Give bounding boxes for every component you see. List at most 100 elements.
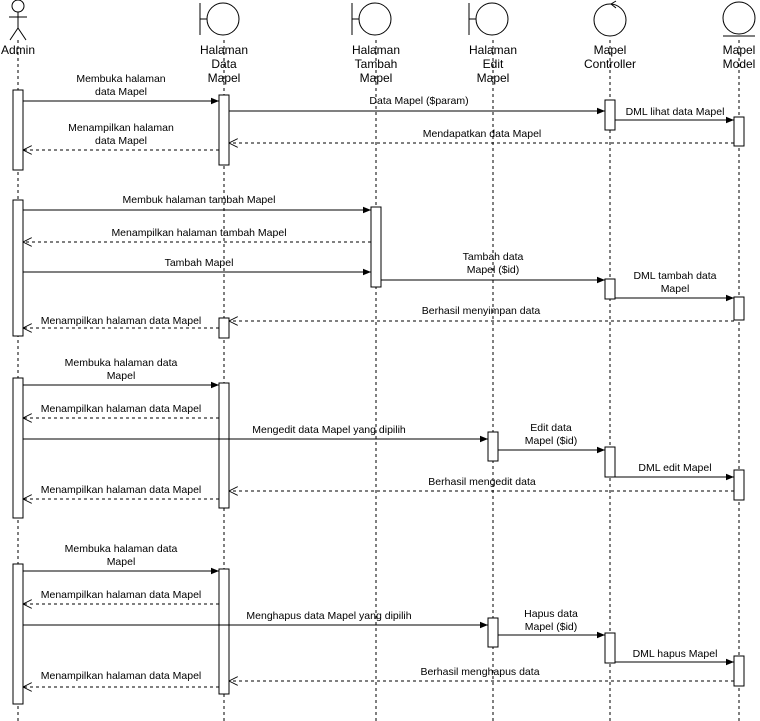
message-label-line: Data Mapel ($param) xyxy=(369,95,468,107)
message-label: Membuk halaman tambah Mapel xyxy=(123,194,276,206)
participant-label-line: Edit xyxy=(483,57,504,71)
message-label-line: Menampilkan halaman data Mapel xyxy=(41,484,202,496)
message-label-line: Menghapus data Mapel yang dipilih xyxy=(246,610,411,622)
message-label-line: Berhasil mengedit data xyxy=(428,476,536,488)
activation-bar-admin xyxy=(12,563,24,705)
activation-bar-model xyxy=(733,655,745,687)
message-label: Menampilkan halaman data Mapel xyxy=(41,484,202,496)
activation-bar-model xyxy=(733,469,745,501)
message-m4: Mendapatkan data Mapel xyxy=(229,128,734,143)
message-m7: Menampilkan halaman tambah Mapel xyxy=(23,227,371,242)
message-label-line: Mapel xyxy=(661,283,690,295)
message-m14: Menampilkan halaman data Mapel xyxy=(23,403,219,418)
activation-bar-admin xyxy=(12,199,24,337)
message-label-line: Mendapatkan data Mapel xyxy=(423,128,542,140)
activation-bar-hal_data xyxy=(218,317,230,339)
message-label: Berhasil mengedit data xyxy=(428,476,536,488)
message-label: Menampilkan halaman data Mapel xyxy=(41,589,202,601)
message-m18: Berhasil mengedit data xyxy=(229,476,734,491)
message-label: DML edit Mapel xyxy=(638,462,711,474)
message-label-line: Menampilkan halaman data Mapel xyxy=(41,670,202,682)
actor-icon xyxy=(9,0,27,41)
message-m21: Menampilkan halaman data Mapel xyxy=(23,589,219,604)
message-m15: Mengedit data Mapel yang dipilih xyxy=(23,424,488,443)
boundary-icon xyxy=(468,2,509,36)
message-m19: Menampilkan halaman data Mapel xyxy=(23,484,219,499)
message-label-line: data Mapel xyxy=(95,86,147,98)
participant-label-line: Mapel xyxy=(723,43,756,57)
message-label-line: Menampilkan halaman xyxy=(68,122,174,134)
participant-label-line: Halaman xyxy=(200,43,248,57)
message-m6: Membuk halaman tambah Mapel xyxy=(23,194,371,214)
participant-label-line: Halaman xyxy=(469,43,517,57)
message-label-line: Mapel ($id) xyxy=(525,435,578,447)
message-label-line: Mapel ($id) xyxy=(525,621,578,633)
activation-bar-hal_data xyxy=(218,568,230,695)
message-label: Menampilkan halaman data Mapel xyxy=(41,403,202,415)
activation-bar-controller xyxy=(604,278,616,300)
activation-bar-hal_tambah xyxy=(370,206,382,288)
message-label-line: Membuka halaman data xyxy=(65,543,178,555)
message-label-line: Mapel xyxy=(107,370,136,382)
message-m2: Data Mapel ($param) xyxy=(229,95,605,115)
message-label-line: Mapel xyxy=(107,556,136,568)
boundary-icon xyxy=(199,2,240,36)
message-label: DML lihat data Mapel xyxy=(626,106,725,118)
message-label-line: Mengedit data Mapel yang dipilih xyxy=(252,424,406,436)
message-label: DML hapus Mapel xyxy=(633,648,718,660)
message-label-line: Menampilkan halaman data Mapel xyxy=(41,589,202,601)
message-m26: Menampilkan halaman data Mapel xyxy=(23,670,219,687)
participant-label-line: Mapel xyxy=(360,71,393,85)
message-label: Berhasil menghapus data xyxy=(420,666,539,678)
participant-label-admin: Admin xyxy=(1,43,35,57)
boundary-icon xyxy=(351,2,392,36)
message-label: Berhasil menyimpan data xyxy=(422,305,541,317)
message-label-line: Hapus data xyxy=(524,608,578,620)
participant-label-line: Admin xyxy=(1,43,35,57)
entity-icon xyxy=(722,1,756,37)
message-label-line: data Mapel xyxy=(95,135,147,147)
message-label: Menghapus data Mapel yang dipilih xyxy=(246,610,411,622)
message-label-line: Berhasil menghapus data xyxy=(420,666,539,678)
participant-label-line: Mapel xyxy=(594,43,627,57)
message-label-line: Membuka halaman data xyxy=(65,357,178,369)
message-label-line: DML tambah data xyxy=(633,270,716,282)
participant-admin: Admin xyxy=(1,0,35,57)
message-m3: DML lihat data Mapel xyxy=(615,106,734,124)
participant-label-line: Controller xyxy=(584,57,636,71)
message-label: Menampilkan halaman data Mapel xyxy=(41,315,202,327)
activation-bar-admin xyxy=(12,377,24,519)
activation-bar-controller xyxy=(604,446,616,478)
activation-bar-hal_data xyxy=(218,94,230,166)
message-label: Menampilkan halaman tambah Mapel xyxy=(111,227,286,239)
message-label-line: DML hapus Mapel xyxy=(633,648,718,660)
message-m25: Berhasil menghapus data xyxy=(229,666,734,681)
message-m22: Menghapus data Mapel yang dipilih xyxy=(23,610,488,629)
message-m24: DML hapus Mapel xyxy=(615,648,734,666)
message-label-line: Tambah data xyxy=(463,251,524,263)
participant-label-line: Data xyxy=(211,57,237,71)
participant-label-line: Tambah xyxy=(355,57,398,71)
message-m11: Berhasil menyimpan data xyxy=(229,305,734,321)
